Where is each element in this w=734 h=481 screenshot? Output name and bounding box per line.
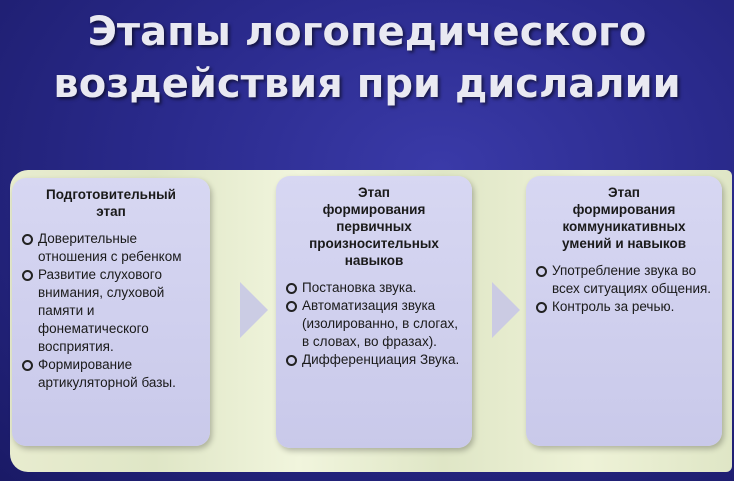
item-text: Дифференциация Звука.: [302, 352, 460, 367]
circle-bullet-icon: [286, 301, 297, 312]
item-text: Употребление звука во всех ситуациях общ…: [552, 263, 712, 296]
list-item: Доверительные отношения с ребенком: [22, 230, 200, 266]
stage-title-line: формирования: [572, 202, 676, 217]
stage-title-line: произносительных: [309, 236, 439, 251]
item-text: Доверительные отношения с ребенком: [38, 231, 182, 264]
list-item: Автоматизация звука (изолированно, в сло…: [286, 297, 462, 351]
item-text: Развитие слухового внимания, слуховой па…: [38, 267, 165, 354]
stage-card-primary-skills: Этап формирования первичных произносител…: [276, 176, 472, 448]
stage-title-line: Подготовительный: [46, 187, 176, 202]
circle-bullet-icon: [22, 270, 33, 281]
stage-title-line: этап: [96, 204, 126, 219]
circle-bullet-icon: [286, 355, 297, 366]
stage-title-line: первичных: [336, 219, 412, 234]
stage-items: Постановка звука. Автоматизация звука (и…: [286, 279, 462, 369]
arrow-right-icon: [492, 282, 520, 338]
stage-title-line: навыков: [344, 253, 404, 268]
title-line-1: Этапы логопедического: [87, 9, 647, 55]
arrow-right-icon: [240, 282, 268, 338]
stage-items: Употребление звука во всех ситуациях общ…: [536, 262, 712, 316]
stage-card-preparatory: Подготовительный этап Доверительные отно…: [12, 178, 210, 446]
stage-title: Этап формирования первичных произносител…: [286, 184, 462, 269]
list-item: Дифференциация Звука.: [286, 351, 462, 369]
item-text: Контроль за речью.: [552, 299, 675, 314]
stage-title-line: формирования: [322, 202, 426, 217]
stage-title-line: Этап: [358, 185, 390, 200]
item-text: Автоматизация звука (изолированно, в сло…: [302, 298, 459, 349]
item-text: Постановка звука.: [302, 280, 417, 295]
item-text: Формирование артикуляторной базы.: [38, 357, 176, 390]
circle-bullet-icon: [536, 302, 547, 313]
stage-title-line: умений и навыков: [562, 236, 686, 251]
stage-title: Подготовительный этап: [22, 186, 200, 220]
circle-bullet-icon: [22, 234, 33, 245]
list-item: Употребление звука во всех ситуациях общ…: [536, 262, 712, 298]
stage-title: Этап формирования коммуникативных умений…: [536, 184, 712, 252]
stage-title-line: коммуникативных: [562, 219, 686, 234]
title-line-2: воздействия при дислалии: [53, 61, 681, 107]
list-item: Развитие слухового внимания, слуховой па…: [22, 266, 200, 356]
circle-bullet-icon: [286, 283, 297, 294]
stage-items: Доверительные отношения с ребенком Разви…: [22, 230, 200, 392]
page-title: Этапы логопедического воздействия при ди…: [0, 6, 734, 110]
list-item: Формирование артикуляторной базы.: [22, 356, 200, 392]
circle-bullet-icon: [536, 266, 547, 277]
circle-bullet-icon: [22, 360, 33, 371]
list-item: Контроль за речью.: [536, 298, 712, 316]
list-item: Постановка звука.: [286, 279, 462, 297]
stage-title-line: Этап: [608, 185, 640, 200]
stage-card-communicative: Этап формирования коммуникативных умений…: [526, 176, 722, 446]
